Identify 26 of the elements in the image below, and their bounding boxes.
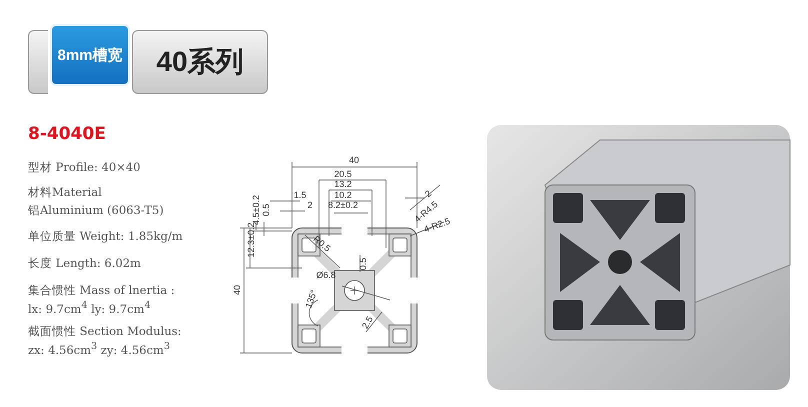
dimension-label: 2.5 [360, 314, 375, 330]
dimension-label: 40 [232, 285, 242, 295]
dimension-label: 2 [422, 188, 434, 200]
spec-text: 型材 Profile: 40×40 [28, 160, 140, 175]
dimension-label: 40 [349, 155, 359, 165]
spec-text: 集合惯性 Mass of lnertia : [28, 283, 175, 298]
spec-text: 截面惯性 Section Modulus: [28, 324, 182, 339]
dimension-label: 10.2 [334, 190, 352, 200]
model-number: 8-4040E [28, 124, 106, 144]
dimension-label: 13.2 [334, 179, 352, 189]
dimension-label: 135° [303, 288, 320, 310]
spec-text: 长度 Length: 6.02m [28, 256, 141, 271]
slot-width-tab: 8mm槽宽 [50, 24, 130, 86]
series-banner: 40系列 [132, 30, 268, 94]
spec-text: 铝Aluminium (6063-T5) [28, 203, 164, 218]
dimension-label: 0.5 [261, 204, 271, 216]
spec-text: zx: 4.56cm$^{3}$ zy: 4.56cm$^{3}$ [28, 341, 170, 357]
spec-text: lx: 9.7cm$^{4}$ ly: 9.7cm$^{4}$ [28, 300, 151, 316]
spec-text: 材料Material [28, 185, 102, 200]
dimension-label: 20.5 [334, 169, 352, 179]
dimension-label: 0.5 [358, 258, 368, 270]
dimension-label: 1.5 [294, 190, 306, 200]
dimension-label: 12.3±0.2 [246, 222, 256, 258]
dimension-label: 4.5±0.2 [251, 195, 261, 225]
spec-text: 单位质量 Weight: 1.85kg/m [28, 229, 183, 244]
dimension-label: 2 [308, 200, 312, 210]
